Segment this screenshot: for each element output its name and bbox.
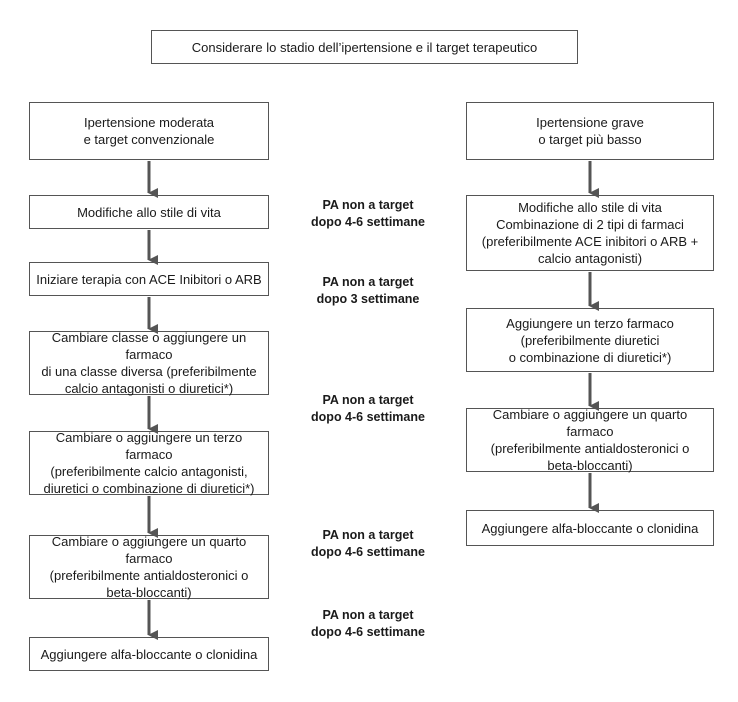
right-step-2: Modifiche allo stile di vita Combinazion… [466,195,714,271]
right-step-3-text: Aggiungere un terzo farmaco (preferibilm… [506,315,674,365]
note-2: PA non a target dopo 3 settimane [316,275,420,306]
left-step-3-text: Iniziare terapia con ACE Inibitori o ARB [36,271,262,287]
left-step-4: Cambiare classe o aggiungere un farmaco … [29,330,269,396]
right-step-4-text: Cambiare o aggiungere un quarto farmaco … [490,407,690,473]
right-step-1: Ipertensione grave o target più basso [466,102,714,160]
left-step-1-text: Ipertensione moderata e target convenzio… [83,115,215,147]
left-step-4-text: Cambiare classe o aggiungere un farmaco … [41,330,257,396]
top-box-text: Considerare lo stadio dell’ipertensione … [191,39,538,55]
left-step-6-text: Cambiare o aggiungere un quarto farmaco … [49,534,249,600]
right-step-5: Aggiungere alfa-bloccante o clonidina [466,510,714,546]
left-step-7-text: Aggiungere alfa-bloccante o clonidina [40,646,258,662]
left-step-3: Iniziare terapia con ACE Inibitori o ARB [29,262,269,296]
note-4: PA non a target dopo 4-6 settimane [311,528,425,559]
left-step-5: Cambiare o aggiungere un terzo farmaco (… [29,430,269,496]
right-step-5-text: Aggiungere alfa-bloccante o clonidina [481,520,699,536]
left-step-1: Ipertensione moderata e target convenzio… [29,102,269,160]
top-box: Considerare lo stadio dell’ipertensione … [151,30,578,64]
note-5: PA non a target dopo 4-6 settimane [311,608,425,639]
right-step-1-text: Ipertensione grave o target più basso [536,115,644,147]
right-step-3: Aggiungere un terzo farmaco (preferibilm… [466,308,714,372]
right-step-2-text: Modifiche allo stile di vita Combinazion… [481,200,699,266]
right-step-4: Cambiare o aggiungere un quarto farmaco … [466,407,714,473]
left-step-7: Aggiungere alfa-bloccante o clonidina [29,637,269,671]
note-3: PA non a target dopo 4-6 settimane [311,393,425,424]
left-step-2-text: Modifiche allo stile di vita [77,204,221,220]
note-1: PA non a target dopo 4-6 settimane [311,198,425,229]
left-step-2: Modifiche allo stile di vita [29,195,269,229]
left-step-5-text: Cambiare o aggiungere un terzo farmaco (… [43,430,255,496]
